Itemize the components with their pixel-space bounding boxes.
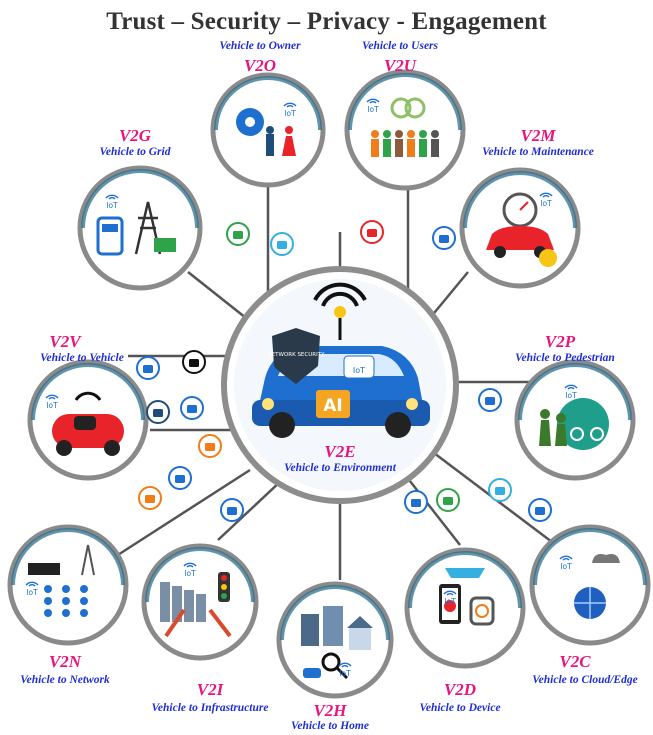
home-search-icon: IoT [301, 606, 373, 680]
center-node: NETWORK SECURITY AI IoT [221, 266, 459, 504]
lock-icon [226, 222, 250, 246]
iot-tag: IoT [339, 669, 351, 678]
iot-tag: IoT [284, 109, 296, 118]
iot-tag: IoT [560, 562, 572, 571]
lock-icon [136, 356, 160, 380]
iot-label: IoT [353, 366, 365, 375]
drone-icon [182, 350, 206, 374]
v2g-code: V2G [118, 126, 152, 145]
v2u-code: V2U [383, 56, 417, 75]
autonomous-car-icon: IoT [45, 391, 124, 456]
v2e-desc: Vehicle to Environment [284, 462, 396, 474]
network-icon: IoT [25, 544, 95, 617]
v2i-desc: Vehicle to Infrastructure [151, 702, 269, 714]
node-v2m: IoT [459, 167, 581, 289]
v2m-code: V2M [520, 126, 556, 145]
fingerprint-icon [478, 388, 502, 412]
phone-watch-icon: IoT [439, 568, 495, 626]
iot-wifi-icon: IoT [343, 355, 375, 379]
iot-tag: IoT [367, 105, 379, 114]
pedestrian-icon: IoT [539, 384, 609, 450]
devices-icon [360, 220, 384, 244]
hub-icon [138, 486, 162, 510]
v2o-code: V2O [243, 56, 277, 75]
node-v2g: IoT [77, 165, 203, 291]
v2n-desc: Vehicle to Network [20, 674, 110, 686]
v2c-desc: Vehicle to Cloud/Edge [532, 674, 638, 686]
gear-people-icon: IoT [236, 102, 297, 156]
v2p-code: V2P [544, 332, 576, 351]
v2o-desc: Vehicle to Owner [219, 40, 301, 52]
database-shield-icon [220, 498, 244, 522]
node-v2u: IoT [344, 69, 466, 191]
antenna-icon [313, 282, 367, 340]
v2d-code: V2D [443, 680, 477, 699]
node-v2v: IoT [27, 359, 149, 481]
iot-tag: IoT [444, 597, 456, 606]
node-v2p: IoT [514, 359, 636, 481]
car-mini-icon [146, 400, 170, 424]
router-icon [168, 466, 192, 490]
v2g-desc: Vehicle to Grid [99, 146, 171, 158]
charger-pylon-icon: IoT [96, 194, 176, 256]
lock-icon [436, 488, 460, 512]
group-icon: IoT [366, 97, 439, 157]
server-icon [528, 498, 552, 522]
node-v2i: IoT [141, 543, 259, 661]
v2d-desc: Vehicle to Device [419, 702, 501, 714]
iot-tag: IoT [26, 588, 38, 597]
node-v2n: IoT [7, 524, 129, 646]
cloud-lock-icon [488, 478, 512, 502]
v2i-code: V2I [196, 680, 224, 699]
iot-tag: IoT [565, 391, 577, 400]
node-v2d: IoT [404, 547, 526, 669]
ai-chip-icon: AI [316, 390, 350, 418]
shield-icon: NETWORK SECURITY [268, 328, 326, 384]
v2n-code: V2N [48, 652, 82, 671]
ai-label: AI [323, 396, 342, 416]
node-v2c: IoT [529, 524, 651, 646]
v2h-code: V2H [313, 701, 347, 720]
v2h-desc: Vehicle to Home [291, 720, 369, 732]
iot-tag: IoT [106, 201, 118, 210]
shield-label: NETWORK SECURITY [268, 352, 326, 358]
v2v-code: V2V [49, 332, 81, 351]
laptop-icon [270, 232, 294, 256]
v2v-desc: Vehicle to Vehicle [40, 352, 124, 364]
gear-cluster-icon [404, 490, 428, 514]
v2e-code: V2E [324, 442, 356, 461]
shield-check-icon [432, 226, 456, 250]
city-traffic-icon: IoT [160, 562, 232, 638]
cloud-globe-icon: IoT [559, 554, 620, 619]
lock-icon [180, 396, 204, 420]
node-v2o: IoT [210, 72, 326, 188]
connector-lines [109, 178, 561, 580]
iot-tag: IoT [540, 199, 552, 208]
v2c-code: V2C [559, 652, 591, 671]
iot-tag: IoT [184, 569, 196, 578]
gauge-wrench-icon: IoT [486, 192, 557, 267]
node-v2h: IoT [276, 581, 394, 699]
router-icon [198, 434, 222, 458]
v2u-desc: Vehicle to Users [361, 40, 439, 52]
v2p-desc: Vehicle to Pedestrian [515, 352, 615, 364]
page-title: Trust – Security – Privacy - Engagement [106, 8, 547, 35]
iot-tag: IoT [46, 401, 58, 410]
v2m-desc: Vehicle to Maintenance [482, 146, 594, 158]
